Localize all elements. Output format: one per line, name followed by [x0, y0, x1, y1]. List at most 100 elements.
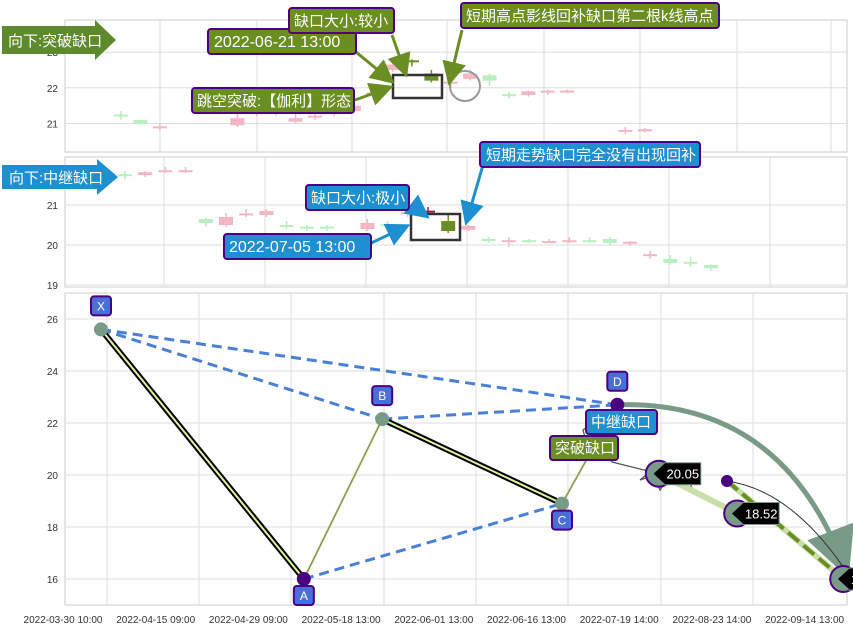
- candle-body: [152, 126, 167, 129]
- candle-body: [230, 118, 245, 126]
- candle-body: [542, 241, 557, 243]
- annotation-gap-size: 缺口大小:较小: [294, 12, 388, 30]
- pattern-point-label: B: [378, 389, 386, 403]
- candle: [230, 112, 245, 128]
- candle: [461, 225, 476, 231]
- pattern-point-B: B: [371, 385, 394, 427]
- candle-body: [463, 73, 478, 79]
- panel-breakaway-gap: [64, 19, 848, 153]
- candle-body: [133, 119, 148, 124]
- y-tick-label: 21: [47, 201, 59, 212]
- candle-body: [380, 224, 395, 227]
- pattern-point-marker: [296, 572, 311, 586]
- title-arrow-continuation: [2, 159, 118, 195]
- pattern-point-D: D: [606, 370, 629, 412]
- candle-body: [663, 259, 678, 263]
- x-tick-label: 2022-04-15 09:00: [116, 615, 195, 626]
- candle-body: [158, 170, 173, 173]
- pattern-point-marker: [610, 397, 625, 412]
- candle: [602, 237, 617, 245]
- candle: [481, 237, 496, 243]
- xabcd-leg-highlight: [381, 418, 563, 505]
- candle: [320, 225, 334, 231]
- candle-body: [703, 265, 718, 269]
- candle-body: [178, 170, 193, 173]
- candle: [239, 209, 254, 217]
- pattern-point-label: X: [97, 299, 105, 313]
- candle-body: [405, 60, 419, 63]
- x-tick-label: 2022-04-29 09:00: [209, 615, 288, 626]
- target-arc-thin: [726, 480, 844, 568]
- candle-body: [360, 223, 375, 229]
- y-tick-label: 24: [47, 367, 59, 378]
- candle-body: [259, 211, 274, 215]
- candle-body: [582, 240, 597, 243]
- candle: [114, 110, 128, 120]
- target-price-label: 20.05: [667, 467, 700, 482]
- candle: [663, 255, 678, 265]
- candle-body: [441, 221, 456, 231]
- candle-body: [461, 225, 476, 230]
- candle: [683, 257, 698, 267]
- candle: [501, 237, 516, 247]
- target-price-label: 18.52: [745, 506, 778, 521]
- candle: [219, 213, 233, 227]
- pattern-point-label: C: [558, 514, 567, 528]
- xabcd-dashed-line: [100, 327, 618, 407]
- pattern-point-C: C: [551, 496, 573, 531]
- candle-body: [138, 172, 153, 175]
- y-tick-label: 19: [47, 281, 59, 292]
- pivot-point: [721, 475, 733, 487]
- candle: [198, 217, 213, 227]
- pattern-point-badge: [371, 385, 394, 407]
- annotation-no-fill: 短期走势缺口完全没有出现回补: [486, 146, 696, 164]
- x-tick-label: 2022-08-23 14:00: [672, 615, 751, 626]
- gap-label-breakaway: 突破缺口: [555, 440, 615, 457]
- candle-body: [424, 73, 439, 81]
- candle-body: [481, 239, 496, 241]
- candle-body: [198, 219, 213, 223]
- pattern-point-A: A: [292, 572, 315, 606]
- panel-xabcd: [64, 292, 848, 606]
- annotation-fill: 短期高点影线回补缺口第二根k线高点: [466, 7, 714, 25]
- candle: [703, 264, 718, 271]
- y-tick-label: 20: [47, 471, 59, 482]
- candle-body: [114, 114, 128, 117]
- candle-body: [602, 239, 617, 243]
- candle: [138, 171, 153, 177]
- target-arrow-icon: [652, 462, 702, 486]
- candle-body: [501, 240, 516, 243]
- candle-body: [239, 213, 254, 216]
- y-tick-label: 16: [47, 575, 59, 586]
- candle: [299, 225, 314, 231]
- candle-body: [288, 118, 303, 122]
- candle: [385, 62, 400, 72]
- gap-annotations-2: 向下:中继缺口 短期走势缺口完全没有出现回补 缺口大小:极小 2022-07-0…: [2, 141, 701, 260]
- pattern-point-marker: [375, 412, 390, 427]
- y-tick-label: 20: [47, 241, 59, 252]
- target-price: 18.52: [723, 499, 780, 528]
- candle: [562, 237, 577, 243]
- gap-box: [409, 212, 462, 242]
- candle-body: [482, 75, 497, 81]
- candle-body: [522, 240, 536, 243]
- pattern-point-badge: [551, 509, 573, 531]
- candle: [133, 119, 148, 126]
- candle: [118, 171, 132, 179]
- annotation-pattern: 跳空突破:【伽利】形态: [197, 93, 351, 110]
- candle: [637, 127, 652, 133]
- candle: [540, 89, 555, 95]
- pattern-point-marker: [94, 322, 108, 337]
- target-arc: [617, 402, 853, 578]
- pattern-point-X: X: [90, 295, 112, 337]
- x-tick-label: 2022-05-18 13:00: [302, 615, 381, 626]
- candle-body: [643, 254, 658, 257]
- candle: [405, 59, 419, 67]
- panel-title: 向下:突破缺口: [8, 33, 102, 50]
- candle-body: [502, 94, 516, 97]
- panel-continuation-gap: [64, 156, 848, 288]
- candle: [360, 219, 375, 231]
- candle-body: [560, 90, 575, 93]
